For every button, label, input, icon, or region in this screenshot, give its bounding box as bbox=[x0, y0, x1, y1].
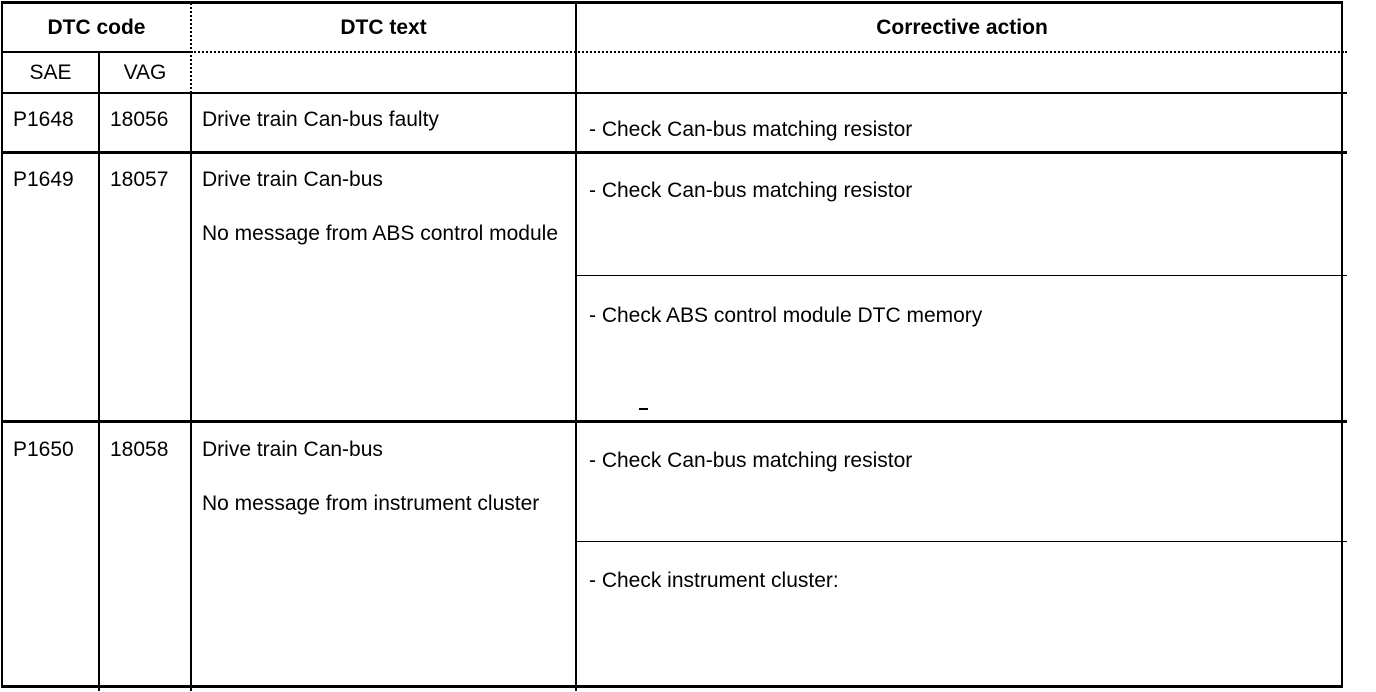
cell-sae-value: P1650 bbox=[13, 438, 74, 461]
header-dtc-code-label: DTC code bbox=[47, 16, 146, 39]
subheader-sae-label: SAE bbox=[29, 61, 72, 84]
cell-corrective-action-value: - Check Can-bus matching resistor bbox=[589, 449, 913, 472]
cell-corrective-action-value: - Check instrument cluster: bbox=[589, 569, 839, 592]
table-row-p1650-action-2: - Check instrument cluster: bbox=[577, 543, 1347, 691]
subheader-vag: VAG bbox=[100, 53, 190, 92]
table-row-p1649-action-1: - Check Can-bus matching resistor bbox=[577, 153, 1347, 275]
rule-subheader-bottom bbox=[1, 92, 1347, 94]
header-dtc-text: DTC text bbox=[192, 4, 575, 51]
cell-dtc-text-value: Drive train Can-bus No message from inst… bbox=[202, 438, 540, 515]
table-row-p1650-vag: 18058 bbox=[100, 422, 190, 691]
rule-col-dtctext-action bbox=[575, 1, 577, 691]
header-dtc-text-label: DTC text bbox=[340, 16, 427, 39]
table-row-p1648-vag: 18056 bbox=[100, 94, 190, 151]
table-row-p1650-action-1: - Check Can-bus matching resistor bbox=[577, 422, 1347, 541]
dtc-code-table: DTC code DTC text Corrective action SAE … bbox=[1, 1, 1347, 691]
rule-row-p1648-bottom bbox=[1, 151, 1347, 154]
table-row-p1648-dtc-text: Drive train Can-bus faulty bbox=[192, 94, 575, 151]
table-row-p1650-dtc-text: Drive train Can-bus No message from inst… bbox=[192, 422, 575, 691]
table-row-p1648-sae: P1648 bbox=[3, 94, 98, 151]
rule-p1649-action-split bbox=[576, 275, 1347, 276]
table-row-p1650-sae: P1650 bbox=[3, 422, 98, 691]
subheader-vag-label: VAG bbox=[123, 61, 167, 84]
cell-dtc-text-value: Drive train Can-bus No message from ABS … bbox=[202, 168, 558, 245]
table-row-p1649-dtc-text: Drive train Can-bus No message from ABS … bbox=[192, 153, 575, 420]
rule-header-bottom-left bbox=[1, 51, 191, 53]
cell-vag-value: 18056 bbox=[110, 108, 169, 131]
subheader-corrective-action-empty bbox=[577, 53, 1347, 92]
rule-col-dtccode-dtctext-header bbox=[190, 3, 192, 93]
header-corrective-action-label: Corrective action bbox=[876, 16, 1048, 39]
cell-vag-value: 18058 bbox=[110, 438, 169, 461]
rule-row-p1649-bottom bbox=[1, 420, 1347, 423]
rule-col-dtccode-dtctext bbox=[190, 92, 192, 691]
cell-corrective-action-value: - Check Can-bus matching resistor bbox=[589, 179, 913, 202]
header-corrective-action: Corrective action bbox=[577, 4, 1347, 51]
cell-vag-value: 18057 bbox=[110, 168, 169, 191]
table-row-p1649-sae: P1649 bbox=[3, 153, 98, 420]
cell-corrective-action-value: - Check ABS control module DTC memory bbox=[589, 304, 983, 327]
rule-p1650-action-split bbox=[576, 541, 1347, 542]
subheader-sae: SAE bbox=[3, 53, 98, 92]
table-row-p1648-action-1: - Check Can-bus matching resistor bbox=[577, 94, 1347, 151]
header-dtc-code: DTC code bbox=[3, 4, 190, 51]
cell-sae-value: P1649 bbox=[13, 168, 74, 191]
rule-col-sae-vag bbox=[98, 51, 100, 691]
stray-hyphen-artifact-icon bbox=[639, 408, 648, 410]
cell-corrective-action-value: - Check Can-bus matching resistor bbox=[589, 118, 913, 141]
table-row-p1649-vag: 18057 bbox=[100, 153, 190, 420]
cell-dtc-text-value: Drive train Can-bus faulty bbox=[202, 108, 439, 131]
cell-sae-value: P1648 bbox=[13, 108, 74, 131]
table-row-p1649-action-2: - Check ABS control module DTC memory bbox=[577, 277, 1347, 420]
rule-header-bottom-dotted bbox=[191, 51, 1347, 53]
subheader-dtc-text-empty bbox=[192, 53, 575, 92]
